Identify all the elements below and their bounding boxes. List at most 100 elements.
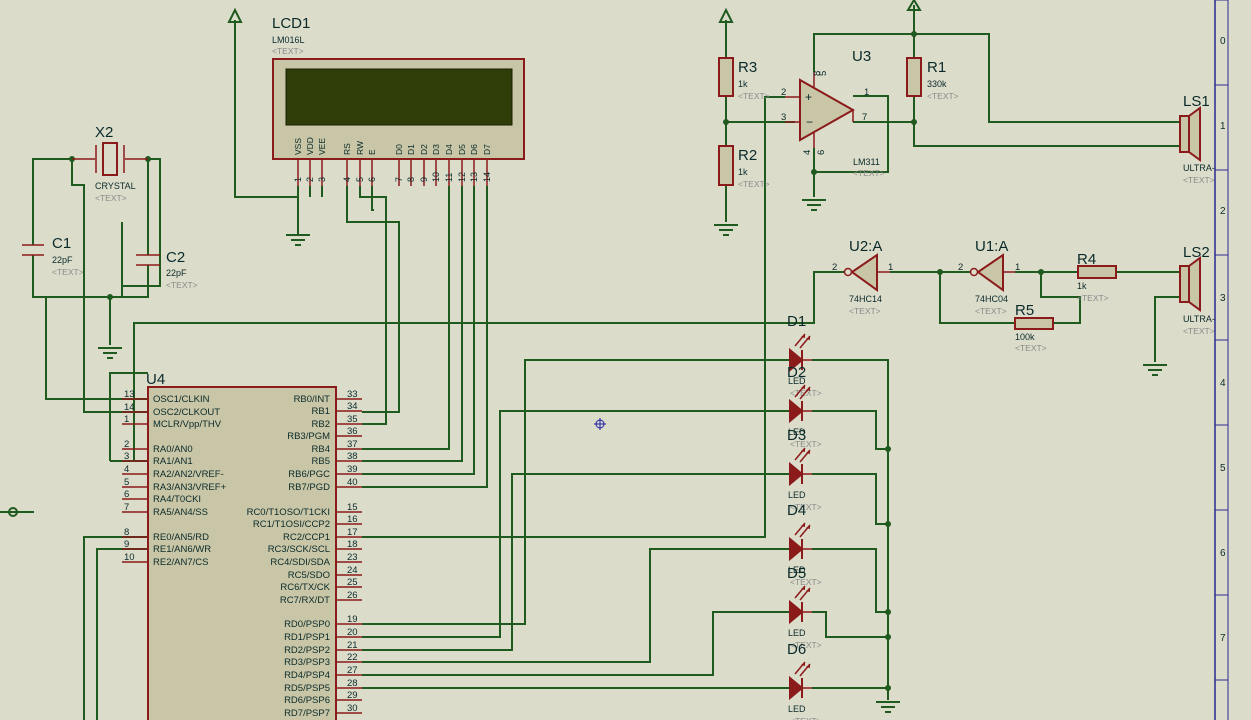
u3-pin4: 4 bbox=[802, 150, 813, 155]
led-value: LED bbox=[788, 427, 806, 437]
u4-pin-num: 25 bbox=[347, 577, 358, 588]
u4-pin-name: RE1/AN6/WR bbox=[153, 544, 211, 555]
c1-capacitor[interactable]: C1 22pF <TEXT> bbox=[22, 235, 84, 277]
r4-resistor[interactable]: R4 1k <TEXT> bbox=[1077, 251, 1117, 303]
u4-pin-num: 30 bbox=[347, 703, 358, 714]
ruler-tick: 6 bbox=[1220, 548, 1226, 559]
led-value: LED bbox=[788, 376, 806, 386]
r3-value: 1k bbox=[738, 79, 748, 89]
lcd-pin-name-d5: D5 bbox=[457, 144, 467, 155]
u4-pin-name: RB2 bbox=[312, 419, 330, 430]
lcd-pin-name-vss: VSS bbox=[293, 138, 303, 155]
lcd1[interactable]: LCD1 LM016L <TEXT> VSS1VDD2VEE3RS4RW5E6D… bbox=[272, 15, 525, 186]
u3-value: LM311 bbox=[853, 157, 880, 167]
probe-terminal[interactable] bbox=[0, 507, 34, 517]
led-text: <TEXT> bbox=[790, 577, 822, 587]
u4-pin-name: RD4/PSP4 bbox=[284, 670, 330, 681]
lcd-pin-name-e: E bbox=[367, 149, 377, 155]
ruler-tick: 4 bbox=[1220, 378, 1226, 389]
ruler-tick: 1 bbox=[1220, 121, 1226, 132]
r1-value: 330k bbox=[927, 79, 947, 89]
u4-pin-num: 4 bbox=[124, 464, 129, 475]
ls1-ref: LS1 bbox=[1183, 93, 1210, 110]
u4-pin-name: RA5/AN4/SS bbox=[153, 507, 208, 518]
u4-ref: U4 bbox=[146, 371, 165, 388]
u4-pin-name: MCLR/Vpp/THV bbox=[153, 419, 222, 430]
wires bbox=[32, 5, 1180, 720]
u4-pin-num: 39 bbox=[347, 464, 358, 475]
u4-pin-num: 6 bbox=[124, 489, 129, 500]
lcd1-text: <TEXT> bbox=[272, 46, 304, 56]
lcd-pin-num: 13 bbox=[469, 172, 479, 182]
u4-pin-num: 22 bbox=[347, 652, 358, 663]
u3-comparator[interactable]: U3 + − 8 5 2 3 1 7 4 6 LM311 <TEXT> bbox=[781, 48, 885, 178]
u4-pin-num: 36 bbox=[347, 426, 358, 437]
r3-resistor[interactable]: R3 1k <TEXT> bbox=[718, 57, 770, 101]
u1a-value: 74HC04 bbox=[975, 294, 1008, 304]
u4-pin-name: RD7/PSP7 bbox=[284, 708, 330, 719]
led-value: LED bbox=[788, 628, 806, 638]
c2-capacitor[interactable]: C2 22pF <TEXT> bbox=[136, 249, 198, 290]
u4-pin-num: 14 bbox=[124, 402, 135, 413]
led-text: <TEXT> bbox=[790, 640, 822, 650]
u4-pin-num: 29 bbox=[347, 690, 358, 701]
lcd-pin-num: 10 bbox=[431, 172, 441, 182]
x2-text: <TEXT> bbox=[95, 193, 127, 203]
lcd-screen bbox=[285, 68, 513, 126]
lcd-pin-num: 12 bbox=[457, 172, 467, 182]
x2-crystal[interactable]: X2 CRYSTAL <TEXT> bbox=[72, 124, 148, 203]
r1-resistor[interactable]: R1 330k <TEXT> bbox=[906, 57, 959, 101]
power-terminals bbox=[227, 0, 922, 23]
u4-pin-num: 37 bbox=[347, 439, 358, 450]
led-array: D1LED<TEXT>D2LED<TEXT>D3LED<TEXT>D4LED<T… bbox=[787, 313, 822, 720]
led-ref: D6 bbox=[787, 641, 806, 658]
ls2-text: <TEXT> bbox=[1183, 326, 1215, 336]
u4-pin-num: 9 bbox=[124, 539, 129, 550]
u4-pin-name: RB1 bbox=[312, 406, 330, 417]
ls2-transducer[interactable]: LS2 ULTRA-TRAN <TEXT> bbox=[1179, 244, 1239, 336]
u4-pin-name: RC4/SDI/SDA bbox=[270, 557, 330, 568]
r2-resistor[interactable]: R2 1k <TEXT> bbox=[718, 145, 770, 189]
led-text: <TEXT> bbox=[790, 502, 822, 512]
u4-pin-name: RC0/T1OSO/T1CKI bbox=[247, 507, 330, 518]
u4-pin-name: RB0/INT bbox=[294, 394, 331, 405]
u4-pin-name: RD3/PSP3 bbox=[284, 657, 330, 668]
u4-pin-num: 38 bbox=[347, 451, 358, 462]
u4-pin-num: 19 bbox=[347, 614, 358, 625]
led-ref: D3 bbox=[787, 427, 806, 444]
junction-dots bbox=[69, 31, 1044, 691]
ground-symbols bbox=[98, 199, 1167, 713]
u3-pin7: 7 bbox=[862, 112, 867, 123]
ls1-text: <TEXT> bbox=[1183, 175, 1215, 185]
lcd-pin-num: 2 bbox=[305, 177, 315, 182]
r5-resistor[interactable]: R5 100k <TEXT> bbox=[1014, 302, 1054, 353]
u3-plus: + bbox=[805, 90, 812, 104]
lcd-pin-name-vdd: VDD bbox=[305, 137, 315, 155]
u4-pin-num: 35 bbox=[347, 414, 358, 425]
ls1-transducer[interactable]: LS1 ULTRA-TRAN <TEXT> bbox=[1179, 93, 1239, 185]
u4-pin-num: 21 bbox=[347, 640, 358, 651]
ruler-tick: 0 bbox=[1220, 36, 1226, 47]
u4-pin-name: RD1/PSP1 bbox=[284, 632, 330, 643]
u4-pin-name: RB6/PGC bbox=[288, 469, 330, 480]
lcd-pin-name-rs: RS bbox=[342, 143, 352, 155]
lcd-pin-name-d3: D3 bbox=[431, 144, 441, 155]
u1a-text: <TEXT> bbox=[975, 306, 1007, 316]
u1a-inverter[interactable]: U1:A 2 1 74HC04 <TEXT> bbox=[958, 238, 1020, 316]
led-value: LED bbox=[788, 490, 806, 500]
u4-pin-name: RE2/AN7/CS bbox=[153, 557, 208, 568]
u3-minus: − bbox=[806, 115, 813, 129]
lcd-pin-name-d6: D6 bbox=[469, 144, 479, 155]
u4-pin-num: 5 bbox=[124, 477, 129, 488]
r1-ref: R1 bbox=[927, 59, 946, 76]
u2a-inverter[interactable]: U2:A 2 1 74HC14 <TEXT> bbox=[832, 238, 893, 316]
u3-pin5: 5 bbox=[818, 71, 829, 76]
